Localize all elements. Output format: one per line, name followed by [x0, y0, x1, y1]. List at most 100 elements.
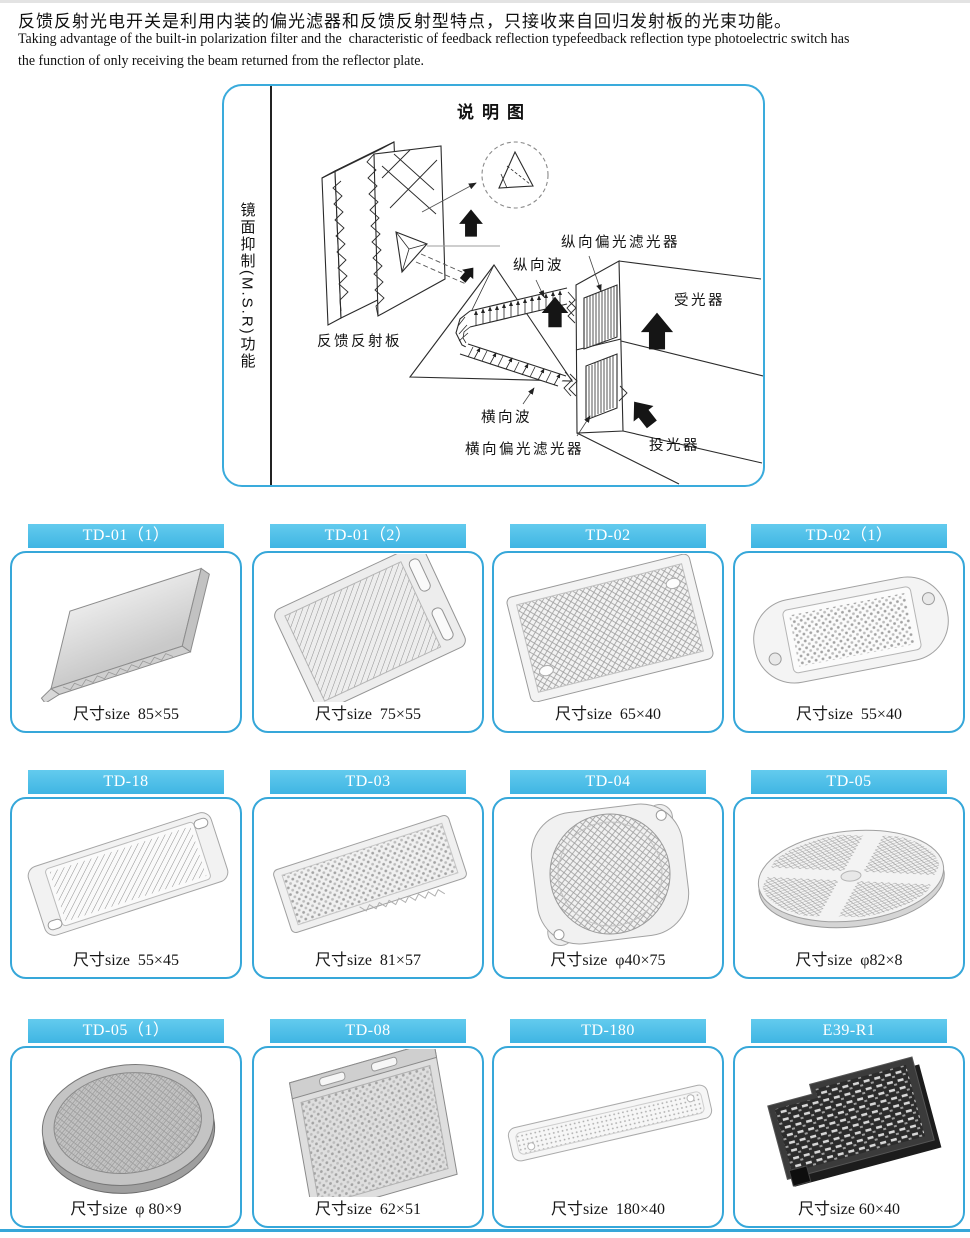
product-cell-td180: TD-180 尺寸size 180×40 — [492, 1019, 724, 1228]
product-card: 尺寸size φ82×8 — [733, 797, 965, 979]
product-photo — [530, 803, 690, 946]
product-model-header: TD-03 — [270, 770, 466, 794]
product-card: 尺寸size φ 80×9 — [10, 1046, 242, 1228]
product-photo — [767, 1056, 942, 1187]
label-receiver: 受光器 — [674, 293, 725, 309]
prism-triangle — [408, 264, 574, 382]
intro-text-zh: 反馈反射光电开关是利用内装的偏光滤器和反馈反射型特点，只接收来自回归发射板的光束… — [18, 12, 792, 31]
product-size-caption: 尺寸size φ40×75 — [550, 952, 666, 969]
polarization-filter-assembly — [567, 260, 763, 485]
product-photo — [27, 812, 229, 936]
product-model: E39-R1 — [822, 1022, 876, 1039]
label-vertical-wave: 纵向波 — [513, 258, 564, 274]
product-size-caption: 尺寸size 180×40 — [551, 1201, 665, 1218]
product-model: TD-01（1） — [82, 527, 170, 544]
product-model-header: TD-01（2） — [270, 524, 466, 548]
product-cell-td05: TD-05 尺寸size φ82×8 — [733, 770, 965, 979]
product-model: TD-01（2） — [324, 527, 412, 544]
product-model-header: TD-04 — [510, 770, 706, 794]
page-top-edge — [0, 0, 970, 3]
product-card: 尺寸size 65×40 — [492, 551, 724, 733]
product-size-caption: 尺寸size 60×40 — [798, 1201, 900, 1218]
reflector-plate — [321, 141, 446, 326]
product-model: TD-08 — [345, 1022, 391, 1039]
product-cell-e39r1: E39-R1 尺寸size 60×40 — [733, 1019, 965, 1228]
product-photo — [40, 567, 210, 702]
product-photo — [507, 1084, 713, 1162]
label-reflector-plate: 反馈反射板 — [317, 334, 402, 350]
product-cell-td01-2: TD-01（2） 尺寸size 75×55 — [252, 524, 484, 733]
label-vertical-filter: 纵向偏光滤光器 — [561, 235, 680, 251]
product-cell-td01-1: TD-01（1） 尺寸size 85×55 — [10, 524, 242, 733]
vertical-filter-window — [583, 284, 618, 350]
intro-text-en-line2: the function of only receiving the beam … — [18, 53, 424, 69]
product-card: 尺寸size 75×55 — [252, 551, 484, 733]
product-model-header: TD-180 — [510, 1019, 706, 1043]
product-cell-td02: TD-02 尺寸size 65×40 — [492, 524, 724, 733]
product-model: TD-180 — [581, 1022, 635, 1039]
receiver-arrow — [640, 311, 674, 351]
product-model: TD-05（1） — [82, 1022, 170, 1039]
wave-band-vertical — [455, 287, 576, 349]
diagram-art — [321, 141, 763, 485]
product-model-header: E39-R1 — [751, 1019, 947, 1043]
product-model: TD-02（1） — [805, 527, 893, 544]
product-cell-td05-1: TD-05（1） 尺寸size φ 80×9 — [10, 1019, 242, 1228]
product-photo — [273, 814, 467, 934]
product-model-header: TD-02（1） — [751, 524, 947, 548]
product-card: 尺寸size 62×51 — [252, 1046, 484, 1228]
product-model-header: TD-08 — [270, 1019, 466, 1043]
product-size-caption: 尺寸size φ 80×9 — [70, 1201, 182, 1218]
product-size-caption: 尺寸size 62×51 — [315, 1201, 421, 1218]
product-model: TD-02 — [585, 527, 631, 544]
product-model-header: TD-05（1） — [28, 1019, 224, 1043]
product-size-caption: 尺寸size 65×40 — [555, 706, 661, 723]
wave-band-horizontal — [459, 343, 573, 397]
msr-diagram-box: 镜面抑制(M.S.R)功能 说明图 反馈反射板 纵向波 纵向偏光滤光器 受光器 … — [222, 84, 765, 487]
product-model-header: TD-01（1） — [28, 524, 224, 548]
reflected-beam-arrow — [458, 208, 484, 238]
diagram-side-label: 镜面抑制(M.S.R)功能 — [238, 201, 256, 370]
product-photo — [288, 1049, 458, 1197]
label-horizontal-wave: 横向波 — [481, 410, 532, 426]
product-model: TD-03 — [345, 773, 391, 790]
product-card: 尺寸size 85×55 — [10, 551, 242, 733]
product-cell-td02-1: TD-02（1） 尺寸size 55×40 — [733, 524, 965, 733]
product-model: TD-05 — [826, 773, 872, 790]
product-card: 尺寸size 81×57 — [252, 797, 484, 979]
product-model-header: TD-05 — [751, 770, 947, 794]
product-card: 尺寸size 60×40 — [733, 1046, 965, 1228]
bottom-rule — [0, 1229, 970, 1232]
product-size-caption: 尺寸size 75×55 — [315, 706, 421, 723]
diagram-side-strip: 镜面抑制(M.S.R)功能 — [224, 86, 272, 485]
product-size-caption: 尺寸size φ82×8 — [795, 952, 903, 969]
product-model-header: TD-02 — [510, 524, 706, 548]
product-size-caption: 尺寸size 55×45 — [73, 952, 179, 969]
product-size-caption: 尺寸size 85×55 — [73, 706, 179, 723]
product-photo — [753, 576, 949, 684]
product-model: TD-18 — [103, 773, 149, 790]
product-cell-td08: TD-08 尺寸size 62×51 — [252, 1019, 484, 1228]
product-size-caption: 尺寸size 81×57 — [315, 952, 421, 969]
horizontal-filter-window — [585, 353, 618, 421]
diagram-title: 说明图 — [457, 103, 532, 122]
product-cell-td18: TD-18 尺寸size 55×45 — [10, 770, 242, 979]
prism-detail-circle — [481, 141, 549, 209]
product-photo — [41, 1064, 216, 1194]
label-horizontal-filter: 横向偏光滤光器 — [465, 442, 584, 458]
product-card: 尺寸size 55×40 — [733, 551, 965, 733]
product-cell-td04: TD-04 尺寸size φ40×75 — [492, 770, 724, 979]
product-photo — [506, 554, 714, 702]
product-card: 尺寸size 55×45 — [10, 797, 242, 979]
intro-text-en-line1: Taking advantage of the built-in polariz… — [18, 31, 850, 47]
product-model: TD-04 — [585, 773, 631, 790]
product-cell-td03: TD-03 尺寸size 81×57 — [252, 770, 484, 979]
product-photo — [274, 554, 466, 702]
emitter-arrow — [623, 393, 663, 433]
product-model-header: TD-18 — [28, 770, 224, 794]
label-emitter: 投光器 — [649, 438, 700, 454]
product-photo — [757, 829, 945, 929]
product-card: 尺寸size φ40×75 — [492, 797, 724, 979]
product-card: 尺寸size 180×40 — [492, 1046, 724, 1228]
